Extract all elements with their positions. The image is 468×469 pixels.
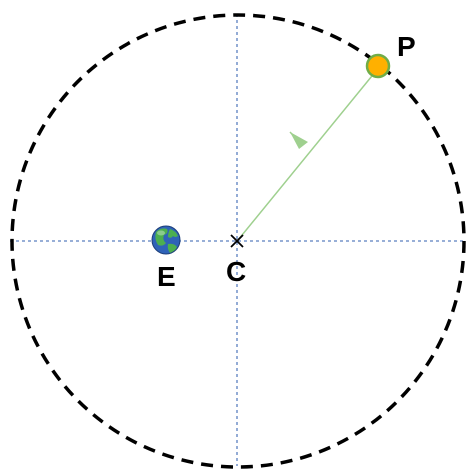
earth-globe-icon <box>151 225 181 255</box>
orbit-circle <box>10 13 466 469</box>
label-planet: P <box>397 31 416 62</box>
arrowhead-stem <box>289 131 303 146</box>
planet-marker <box>365 53 391 79</box>
label-center: C <box>226 256 246 287</box>
label-earth: E <box>157 261 176 292</box>
radius-line <box>237 70 377 241</box>
x-cross-icon <box>230 234 244 248</box>
